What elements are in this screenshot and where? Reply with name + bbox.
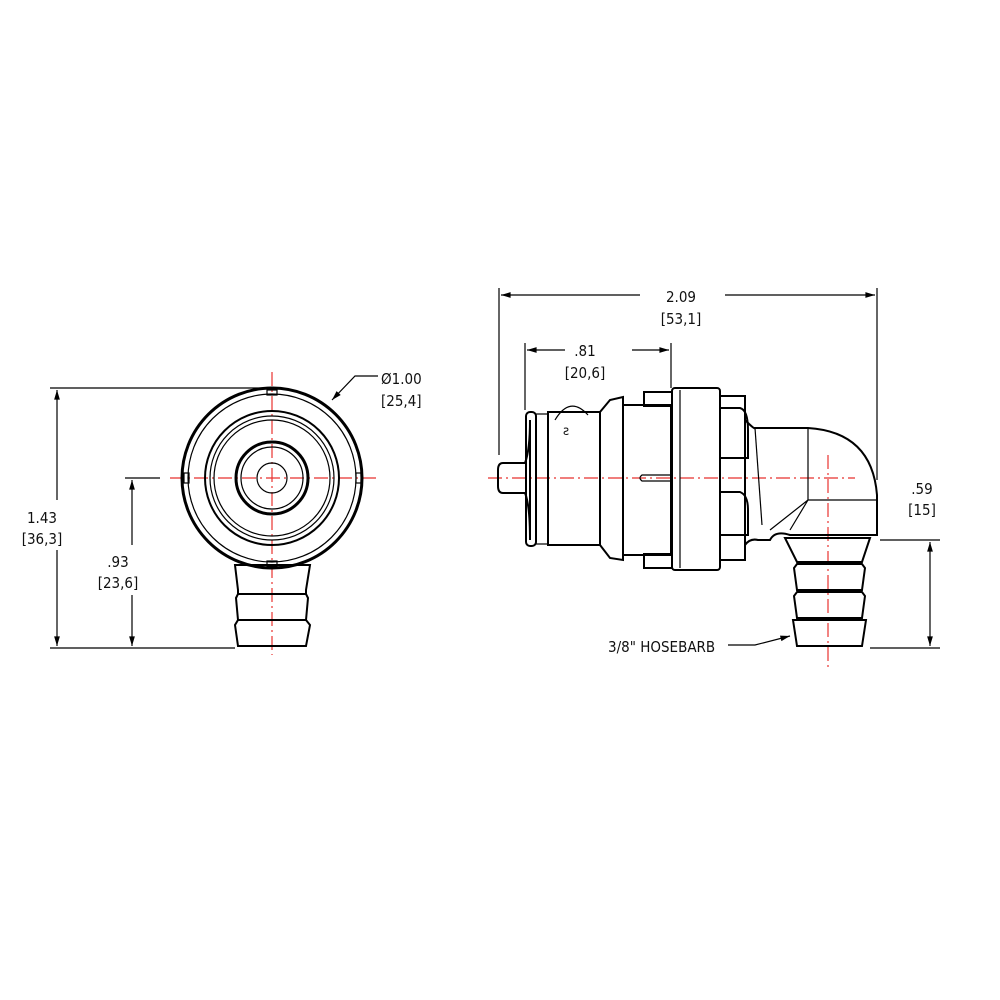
- height-dim-metric: [36,3]: [22, 530, 63, 548]
- fitting-body: ƨ: [497, 387, 878, 571]
- front-length-dimension: .81 [20,6]: [524, 342, 672, 410]
- hose-barb-callout: 3/8" HOSEBARB: [608, 635, 791, 656]
- diameter-callout: Ø1.00 [25,4]: [331, 370, 422, 410]
- diameter-dim-value: Ø1.00: [381, 370, 422, 388]
- diameter-dim-metric: [25,4]: [381, 392, 422, 410]
- center-dim-metric: [23,6]: [98, 574, 139, 592]
- front-view: 1.43 [36,3] .93 [23,6] Ø1.00 [25,4]: [22, 370, 422, 655]
- front-hose-barb: [233, 564, 312, 647]
- hose-barb-label: 3/8" HOSEBARB: [608, 638, 715, 656]
- front-dim-metric: [20,6]: [565, 364, 606, 382]
- height-dimension: 1.43 [36,3]: [22, 387, 270, 649]
- overall-length-dimension: 2.09 [53,1]: [498, 288, 878, 480]
- side-hose-barb: [783, 537, 872, 647]
- barb-height-dimension: .59 [15]: [870, 480, 940, 649]
- front-dim-value: .81: [574, 342, 595, 360]
- fitting-face: [180, 386, 364, 570]
- center-height-dimension: .93 [23,6]: [98, 477, 160, 647]
- center-dim-value: .93: [107, 553, 128, 571]
- overall-dim-metric: [53,1]: [661, 310, 702, 328]
- overall-dim-value: 2.09: [666, 288, 696, 306]
- thread-mark: ƨ: [563, 424, 569, 439]
- barb-dim-value: .59: [911, 480, 932, 498]
- barb-dim-metric: [15]: [908, 501, 936, 519]
- height-dim-value: 1.43: [27, 509, 57, 527]
- side-view: ƨ 2.09: [488, 288, 940, 670]
